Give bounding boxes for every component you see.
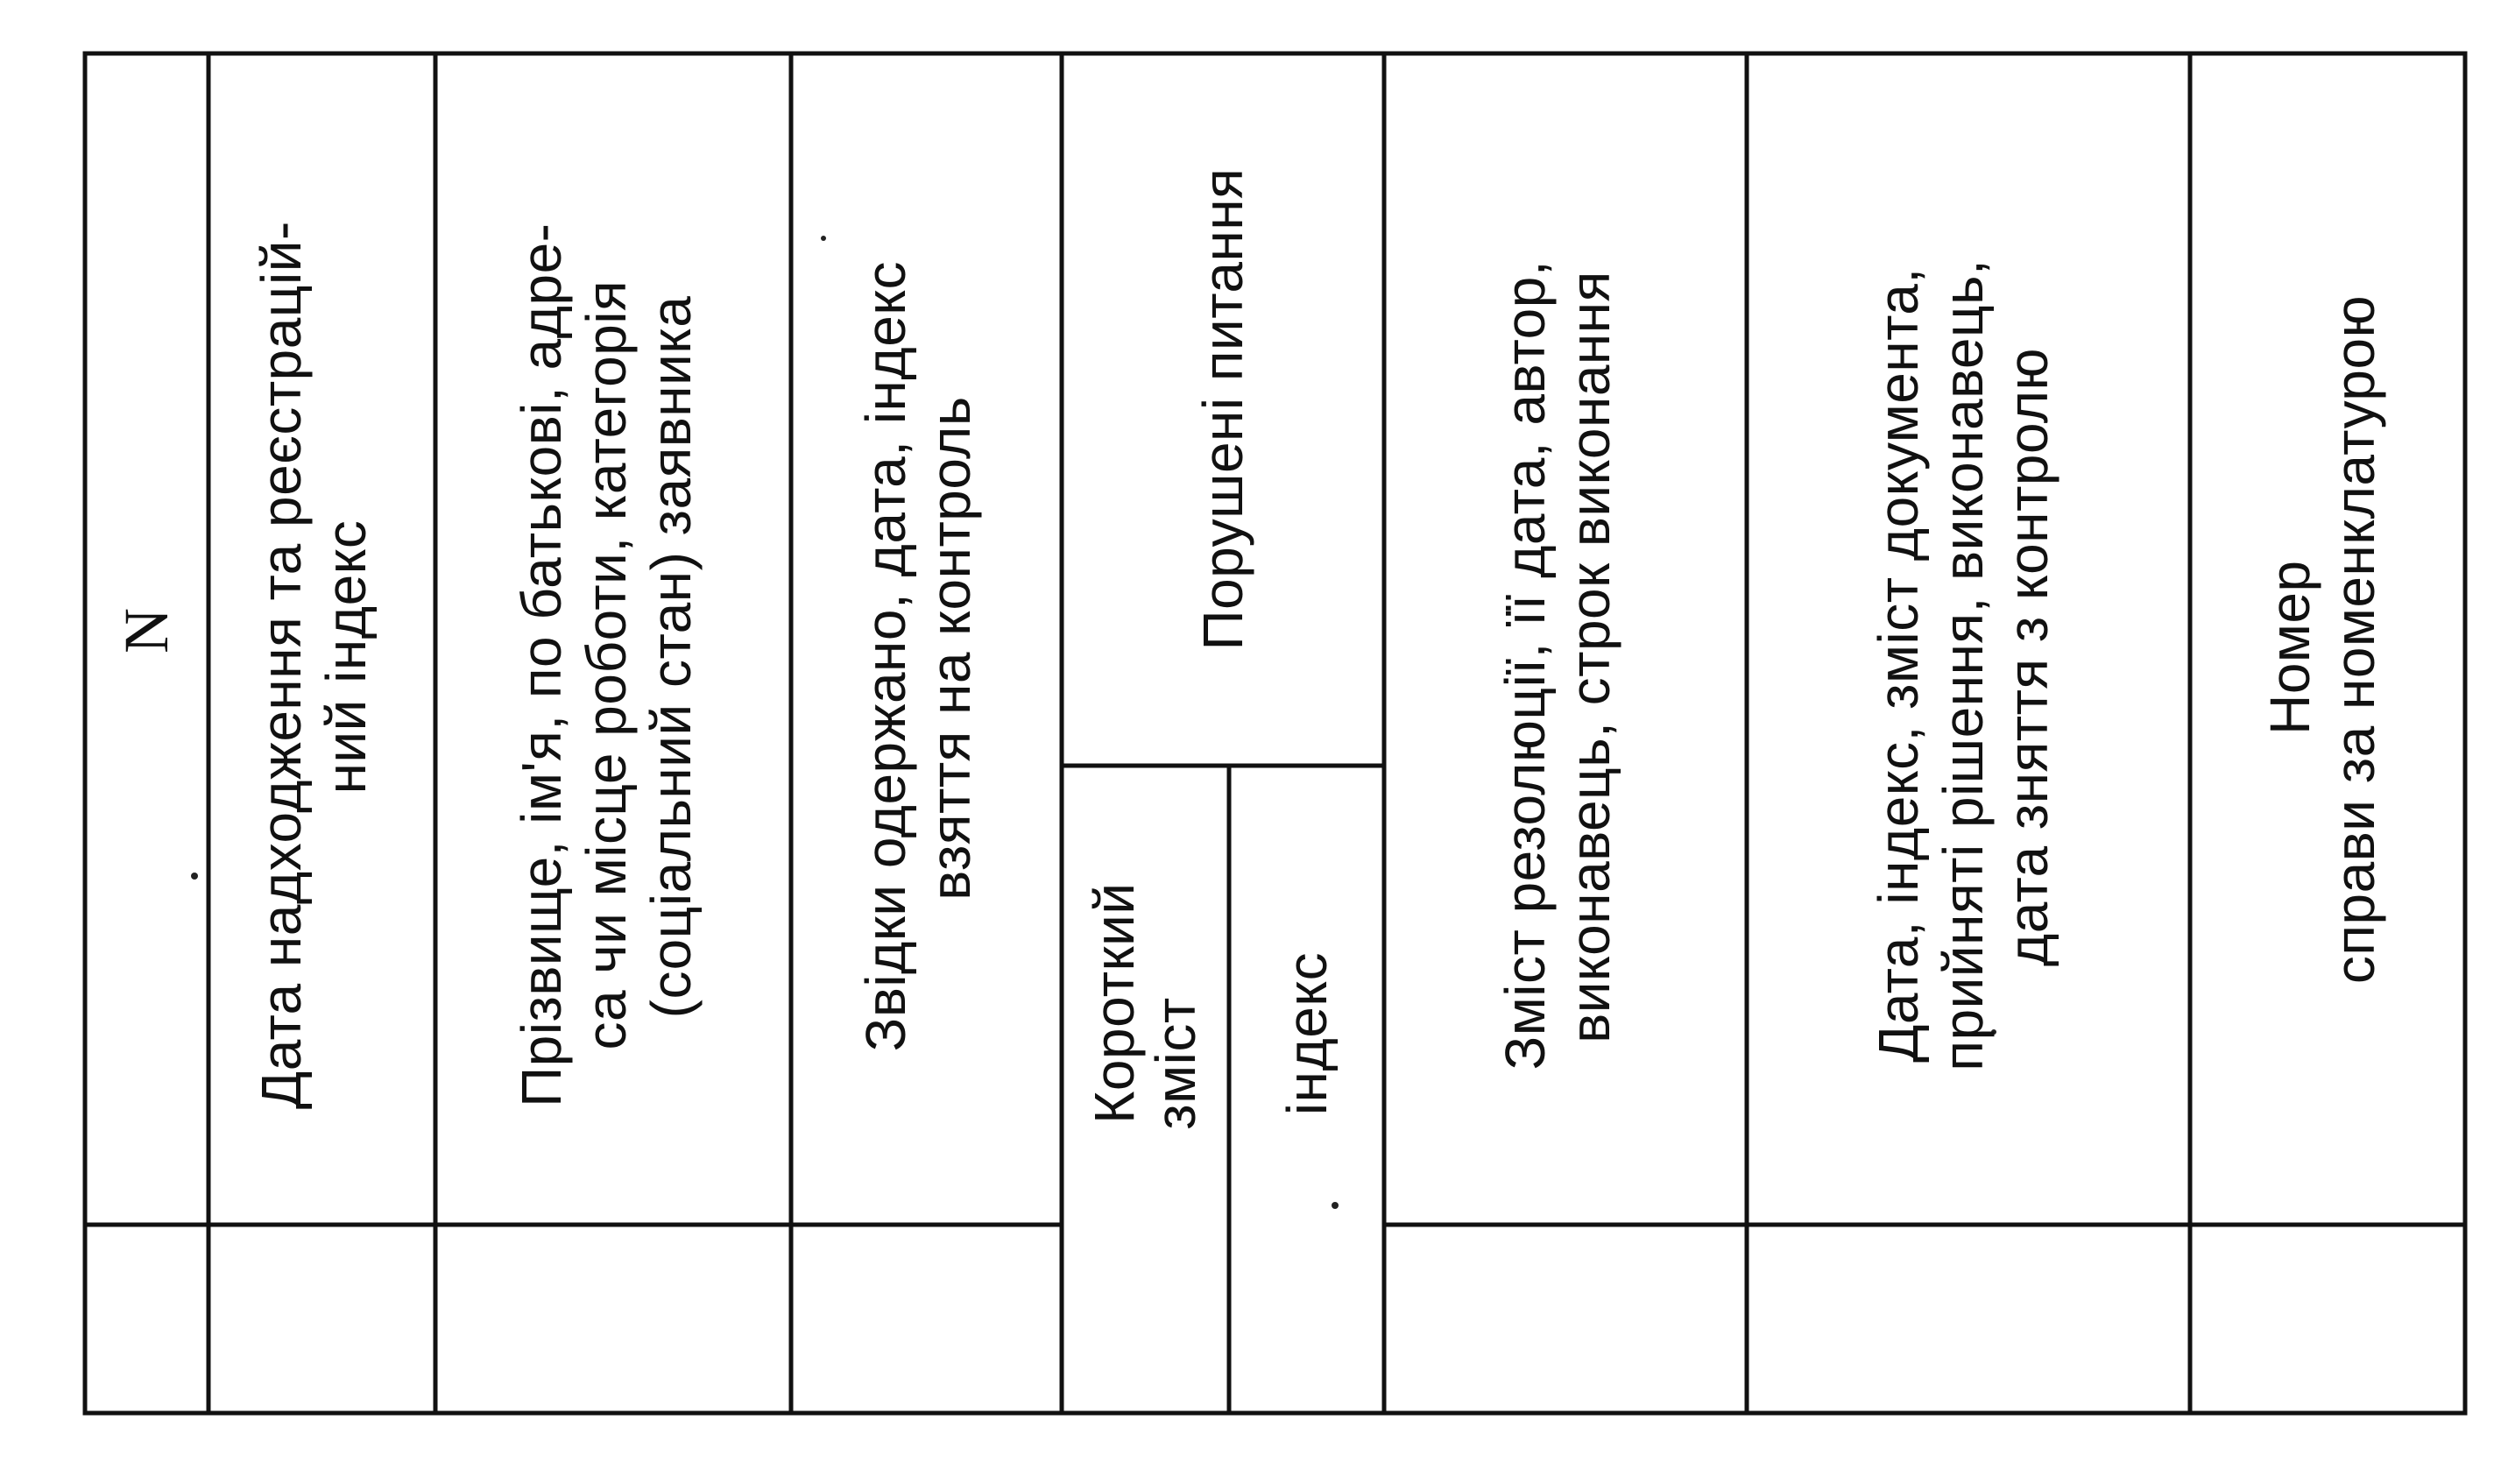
svg-text:Номер справи за номенкла: Номер справи за номенклатурою <box>2258 295 2386 984</box>
data-cell-index[interactable] <box>1232 1227 1382 1411</box>
table-border <box>82 51 2468 1416</box>
column-case-number-header: Номер справи за номенклатурою <box>2258 295 2386 984</box>
column-issues-header: Порушені питання <box>1191 168 1254 651</box>
column-source-header: Звідки одержано, дата, індекс взяття на … <box>854 245 982 1052</box>
svg-text:Прізвище, ім'я, по батькові, а: Прізвище, ім'я, по батькові, адре- са чи… <box>510 207 703 1107</box>
svg-text:Звідки одержано, дата, індекс: Звідки одержано, дата, індекс взяття на … <box>854 245 982 1052</box>
data-cell-resolution[interactable] <box>1387 1227 1745 1411</box>
print-speck <box>821 236 826 241</box>
column-outcome-header: Дата, індекс, зміст документа, прийняті … <box>1867 243 2059 1071</box>
data-cell-source[interactable] <box>794 1227 1060 1411</box>
svg-text:Дата, індекс, зміст документа,: Дата, індекс, зміст документа, прийняті … <box>1867 243 2059 1071</box>
data-cell-applicant[interactable] <box>438 1227 789 1411</box>
data-cell-case-number[interactable] <box>2193 1227 2463 1411</box>
data-cell-receipt-date[interactable] <box>211 1227 434 1411</box>
svg-text:індекс: індекс <box>1275 952 1339 1115</box>
column-number-header: N <box>111 608 181 654</box>
issues-summary-subheader: Короткий зміст <box>1083 866 1207 1130</box>
column-resolution-header: Зміст резолюції, її дата, автор, виконав… <box>1494 244 1621 1071</box>
column-receipt-date-header: Дата надходження та реєстрацій- ний інде… <box>250 205 378 1109</box>
data-cell-outcome[interactable] <box>1749 1227 2188 1411</box>
data-cell-summary[interactable] <box>1064 1227 1227 1411</box>
svg-text:N: N <box>111 608 181 654</box>
column-applicant-header: Прізвище, ім'я, по батькові, адре- са чи… <box>510 207 703 1107</box>
svg-text:Дата надходження та реєстрацій: Дата надходження та реєстрацій- ний інде… <box>250 205 378 1109</box>
svg-text:Порушені питання: Порушені питання <box>1191 168 1254 651</box>
svg-text:Зміст резолюції, її дата, авто: Зміст резолюції, її дата, автор, виконав… <box>1494 244 1621 1071</box>
data-cell-number[interactable] <box>88 1227 207 1411</box>
issues-index-subheader: індекс <box>1275 952 1339 1115</box>
print-speck <box>1991 1029 1996 1035</box>
svg-text:Короткий зміст: Короткий зміст <box>1083 866 1207 1130</box>
print-speck <box>191 873 198 880</box>
print-speck <box>1332 1202 1339 1209</box>
